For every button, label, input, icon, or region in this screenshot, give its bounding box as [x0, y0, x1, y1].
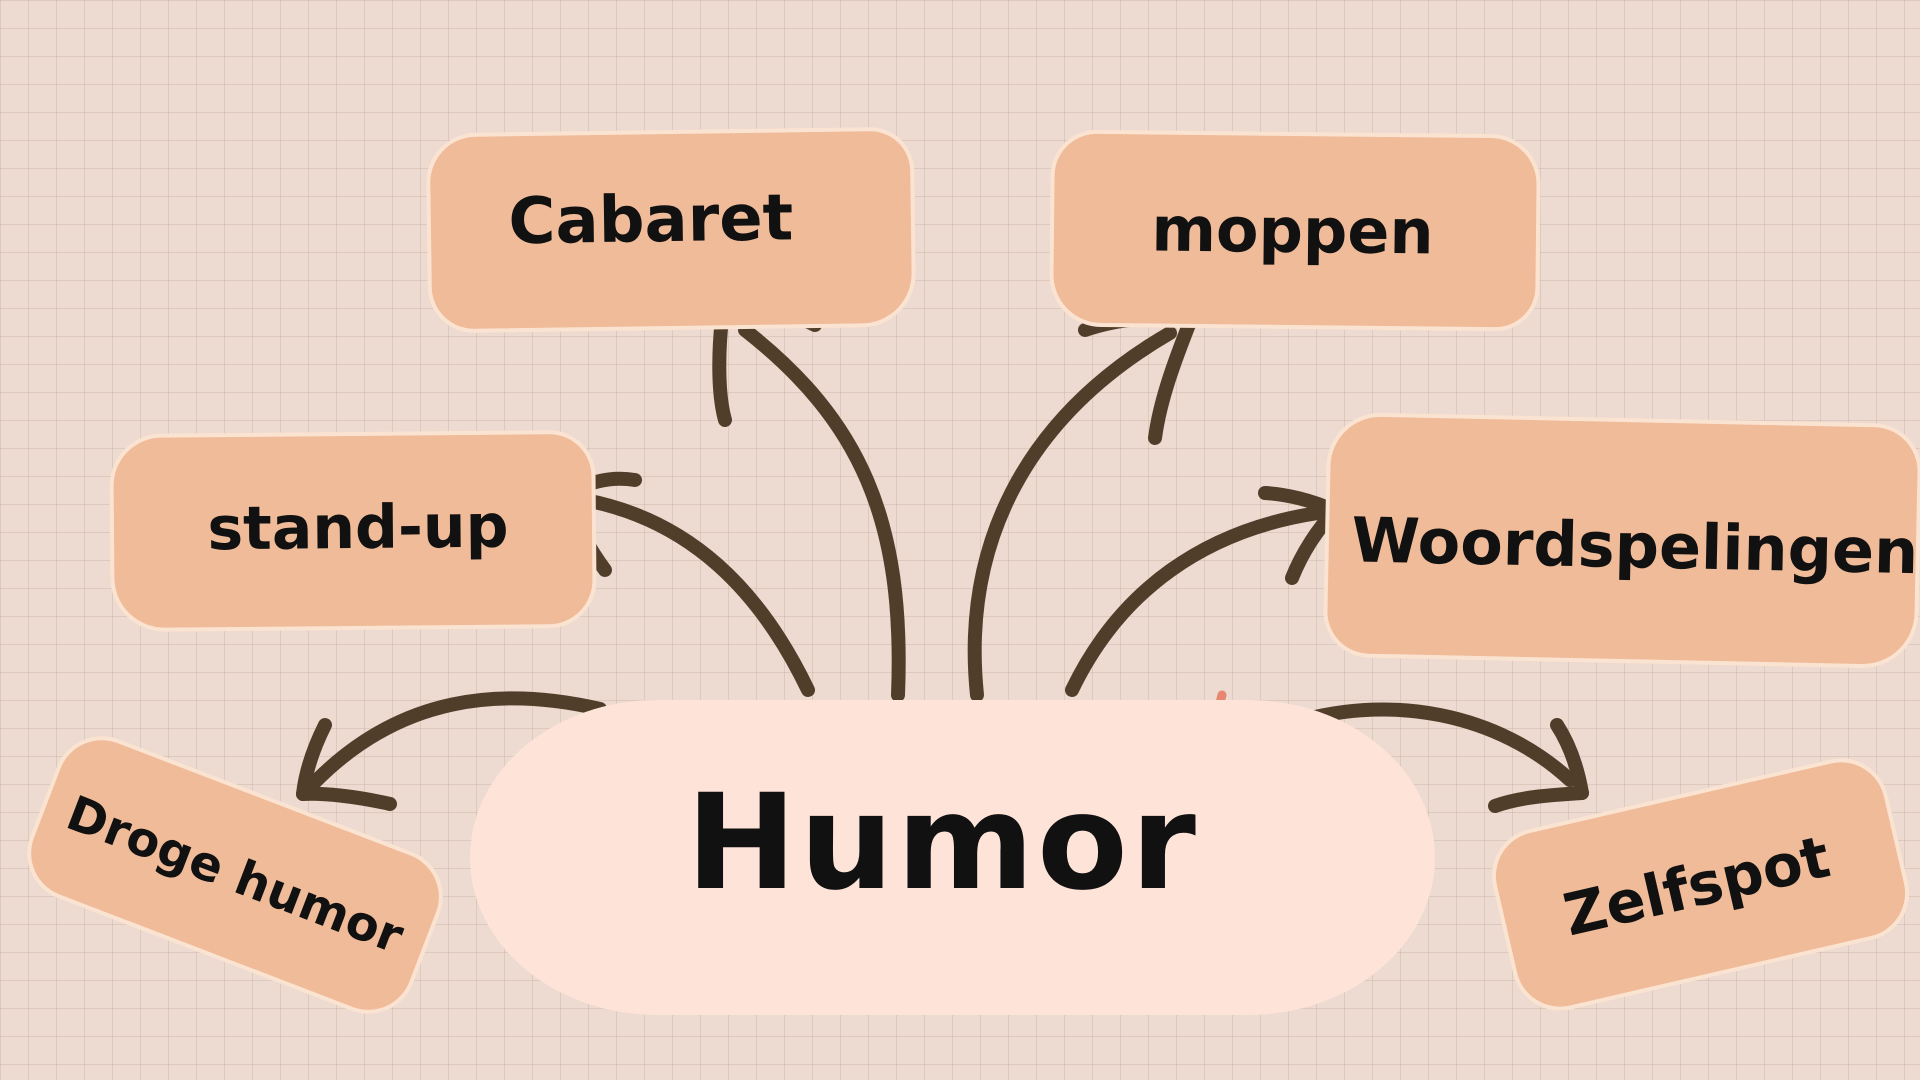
node-label: Woordspelingen — [1350, 503, 1920, 589]
node-label: stand-up — [207, 491, 509, 565]
arrow-to-moppen — [967, 311, 1197, 702]
node-woordspelingen: Woordspelingen — [1322, 411, 1920, 670]
arrow-to-droge-humor — [296, 691, 607, 811]
central-label: Humor — [686, 765, 1199, 920]
node-cabaret: Cabaret — [425, 126, 917, 334]
node-stand-up: stand-up — [109, 429, 597, 633]
node-moppen: moppen — [1048, 129, 1542, 332]
node-label: Zelfspot — [1557, 821, 1836, 949]
arrow-to-woordspelingen — [1065, 486, 1342, 697]
central-node: Humor — [470, 700, 1435, 1015]
arrow-to-stand-up — [559, 471, 815, 697]
arrow-to-cabaret — [712, 302, 906, 702]
node-label: moppen — [1151, 192, 1434, 269]
node-label: Cabaret — [508, 181, 794, 260]
